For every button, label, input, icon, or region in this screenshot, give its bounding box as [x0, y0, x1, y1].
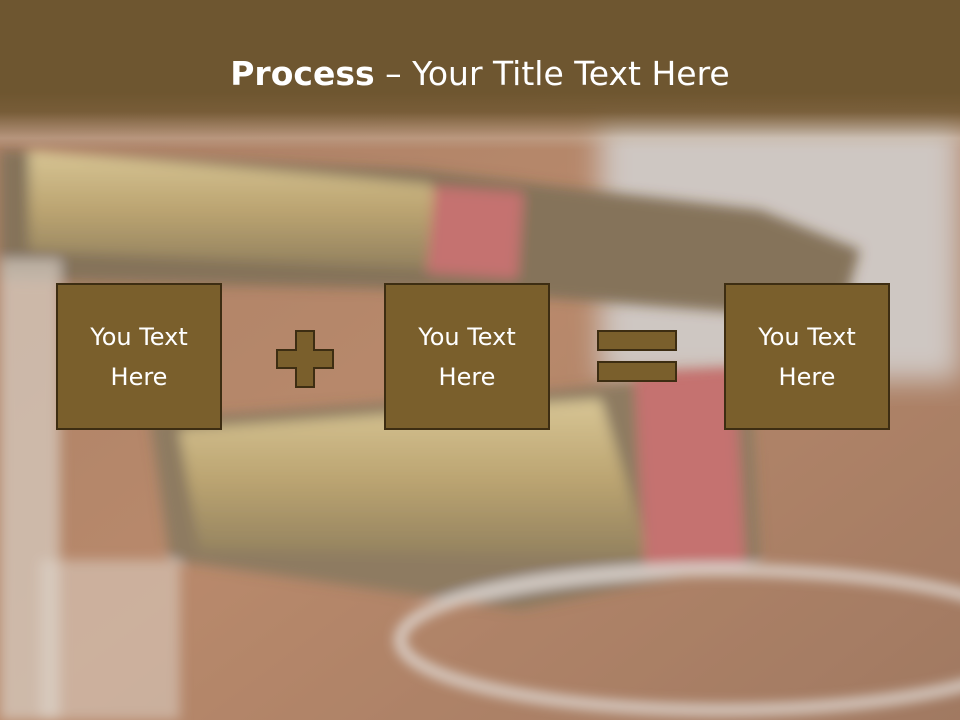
process-box-2-text: You Text Here — [418, 322, 516, 391]
title-bold-text: Process — [230, 54, 375, 93]
process-box-3[interactable]: You Text Here — [724, 283, 890, 430]
slide-title: Process – Your Title Text Here — [0, 52, 960, 96]
process-box-3-text: You Text Here — [758, 322, 856, 391]
process-box-1-text: You Text Here — [90, 322, 188, 391]
title-banner — [0, 0, 960, 150]
title-rest-text: – Your Title Text Here — [374, 54, 730, 93]
process-box-1[interactable]: You Text Here — [56, 283, 222, 430]
process-box-2[interactable]: You Text Here — [384, 283, 550, 430]
equals-icon — [597, 330, 677, 382]
plus-icon — [276, 330, 334, 388]
